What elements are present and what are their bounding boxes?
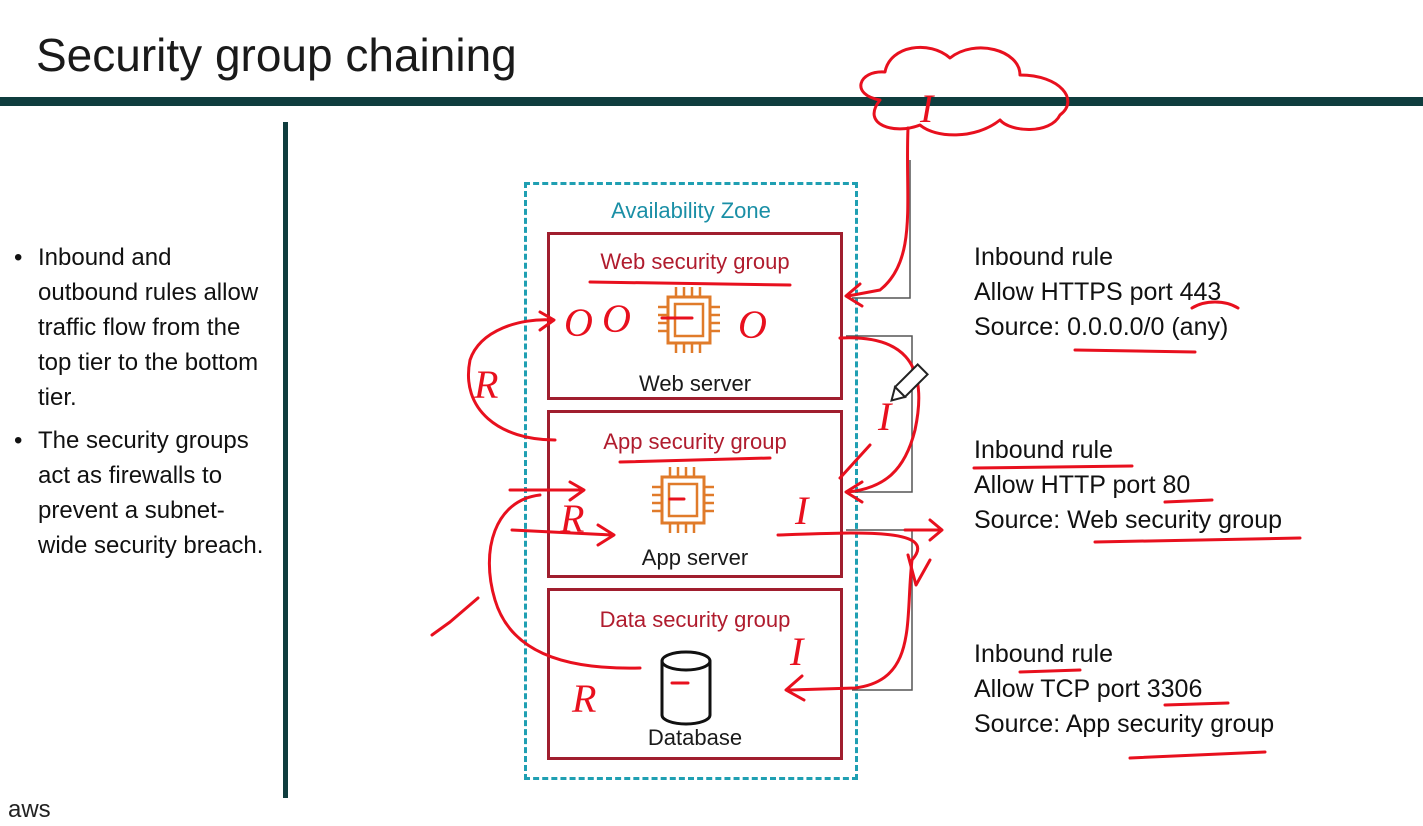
bullet-list: Inbound and outbound rules allow traffic… <box>14 240 264 571</box>
rule-source: Source: 0.0.0.0/0 (any) <box>974 313 1229 341</box>
open-port-mark: O <box>602 296 631 341</box>
connector-lines <box>846 160 913 691</box>
database-icon <box>660 650 712 726</box>
vertical-divider <box>283 122 288 798</box>
chip-icon <box>658 287 720 353</box>
response-mark: R <box>559 496 584 541</box>
check-mark <box>430 596 480 637</box>
inbound-mark: I <box>794 488 810 533</box>
rule-source: Source: Web security group <box>974 506 1283 534</box>
arrowhead <box>903 518 944 542</box>
app-response-arrow <box>508 480 586 502</box>
app-security-group-box: App security group App server <box>547 410 843 578</box>
underline <box>1073 348 1197 354</box>
availability-zone-label: Availability Zone <box>611 198 771 223</box>
web-response-arrow <box>467 318 557 442</box>
rule-allow: Allow TCP port 3306 <box>974 675 1203 703</box>
arrowhead <box>844 480 864 504</box>
open-port-mark: O <box>738 302 767 347</box>
bullet-item: Inbound and outbound rules allow traffic… <box>14 240 264 415</box>
app-inbound-rule: Inbound rule Allow HTTP port 80 Source: … <box>974 433 1282 538</box>
web-to-app-arrow <box>838 336 921 494</box>
app-server-label: App server <box>641 545 749 570</box>
web-security-group-label: Web security group <box>600 249 790 274</box>
internet-mark: I <box>919 86 935 131</box>
bullet-item: The security groups act as firewalls to … <box>14 423 264 563</box>
aws-logo: aws <box>8 796 51 823</box>
rule-allow: Allow HTTPS port 443 <box>974 278 1222 306</box>
underline <box>972 464 1134 470</box>
database-label: Database <box>647 725 743 750</box>
underline <box>1093 536 1302 544</box>
rule-heading: Inbound rule <box>974 243 1114 271</box>
internet-cloud-icon <box>859 45 1070 137</box>
rule-source: Source: App security group <box>974 710 1275 738</box>
underline <box>1018 668 1082 674</box>
web-inbound-rule: Inbound rule Allow HTTPS port 443 Source… <box>974 240 1228 345</box>
app-response-arrow <box>510 523 616 547</box>
underline <box>1163 498 1214 504</box>
inbound-mark: I <box>877 394 893 439</box>
underline <box>1163 701 1230 707</box>
check-mark <box>838 443 872 480</box>
underline <box>1190 300 1240 310</box>
check-mark <box>906 553 932 587</box>
open-port-mark: O <box>564 300 593 345</box>
title-divider <box>0 97 1423 106</box>
underline <box>618 456 772 464</box>
rule-allow: Allow HTTP port 80 <box>974 471 1191 499</box>
chip-icon <box>652 467 714 533</box>
web-server-label: Web server <box>638 371 752 396</box>
web-security-group-box: Web security group Web server <box>547 232 843 400</box>
data-inbound-rule: Inbound rule Allow TCP port 3306 Source:… <box>974 637 1274 742</box>
response-mark: R <box>473 362 498 407</box>
underline <box>1128 750 1267 760</box>
rule-heading: Inbound rule <box>974 436 1114 464</box>
pencil-icon <box>890 363 929 402</box>
data-security-group-label: Data security group <box>599 607 791 632</box>
arrowhead <box>784 674 806 702</box>
arrowhead <box>538 310 556 332</box>
data-security-group-box: Data security group Database <box>547 588 843 760</box>
arrowhead <box>844 282 864 308</box>
internet-inbound-arrow <box>846 126 910 298</box>
inbound-mark: I <box>789 629 805 674</box>
response-mark: R <box>571 676 596 721</box>
slide-title: Security group chaining <box>36 29 517 81</box>
data-response-arrow <box>487 493 642 670</box>
underline <box>588 280 792 287</box>
app-security-group-label: App security group <box>603 429 787 454</box>
app-to-data-arrow <box>776 531 920 692</box>
availability-zone-box <box>524 182 858 780</box>
rule-heading: Inbound rule <box>974 640 1114 668</box>
